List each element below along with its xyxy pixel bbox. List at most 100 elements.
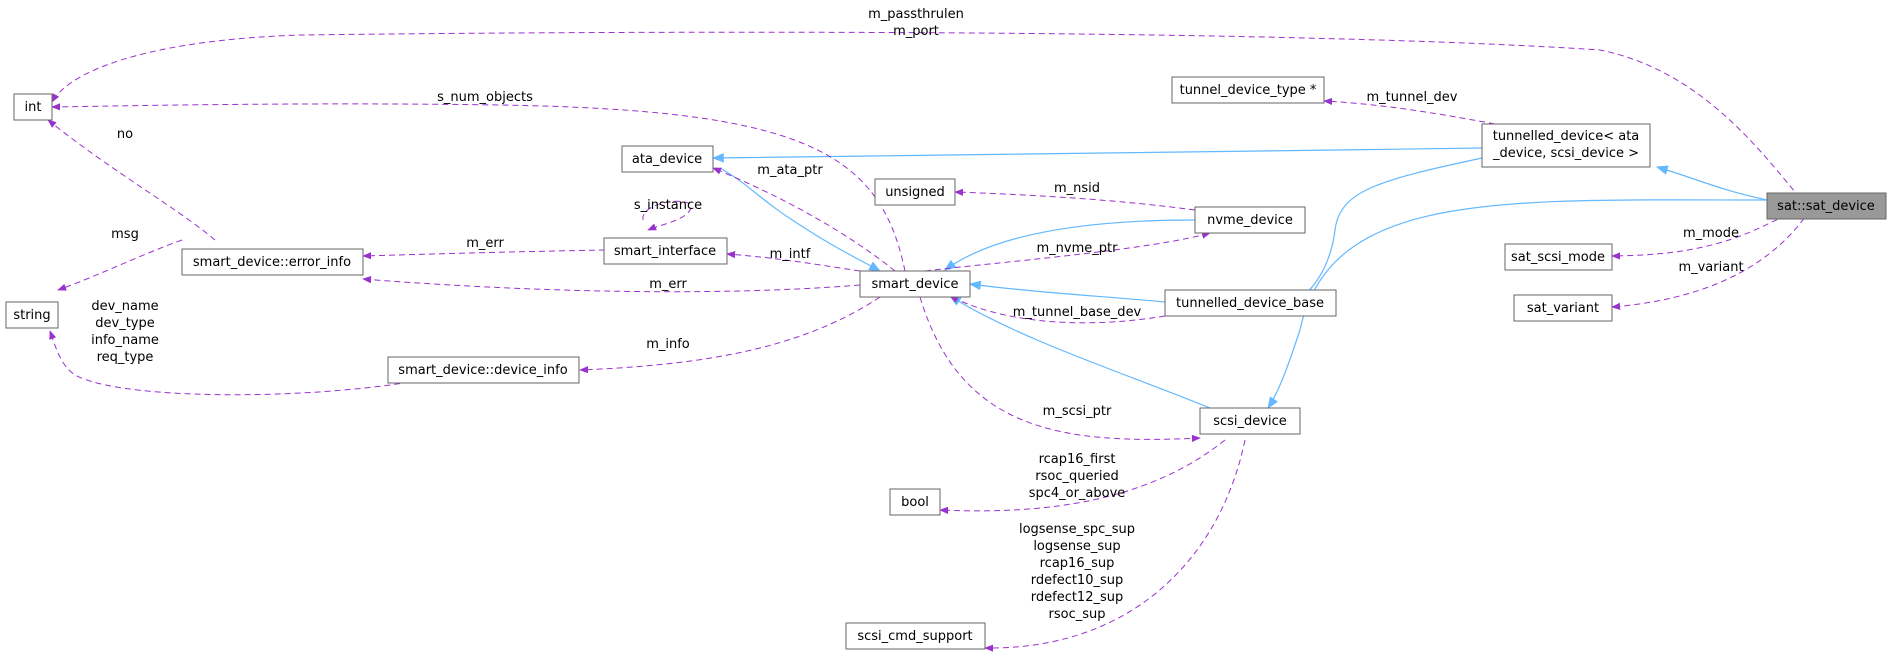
node-tunnelled-device[interactable]: tunnelled_device< ata _device, scsi_devi… [1481, 123, 1651, 168]
label-dev-type: dev_type [95, 316, 154, 331]
node-sat-device-label: sat::sat_device [1777, 199, 1875, 214]
node-ata-device-label: ata_device [632, 152, 702, 167]
label-rcap16-sup: rcap16_sup [1040, 556, 1115, 571]
node-string[interactable]: string [5, 301, 59, 329]
edge-ata-device-to-smart-device [719, 167, 882, 272]
label-m-tunnel-dev: m_tunnel_dev [1366, 90, 1457, 105]
edge-m-nvme-ptr [924, 231, 1211, 272]
label-m-err-bottom: m_err [649, 277, 687, 292]
label-s-num-objects: s_num_objects [437, 90, 533, 105]
label-m-variant: m_variant [1678, 260, 1743, 275]
label-m-port: m_port [893, 24, 939, 39]
edge-s-instance [642, 200, 692, 231]
node-sat-scsi-mode-label: sat_scsi_mode [1511, 250, 1605, 265]
label-no: no [117, 127, 133, 142]
label-logsense-sup: logsense_sup [1033, 539, 1120, 554]
node-smart-interface-label: smart_interface [614, 244, 716, 259]
node-device-info[interactable]: smart_device::device_info [387, 356, 580, 384]
edge-m-tunnel-dev [1323, 97, 1496, 125]
label-m-passthrulen: m_passthrulen [868, 7, 964, 22]
label-spc4-or-above: spc4_or_above [1029, 486, 1126, 501]
edge-bool-flags [939, 439, 1226, 514]
label-m-nvme-ptr: m_nvme_ptr [1037, 241, 1119, 256]
node-string-label: string [13, 308, 50, 323]
edge-msg [57, 239, 183, 291]
node-error-info[interactable]: smart_device::error_info [181, 248, 364, 276]
node-sat-variant[interactable]: sat_variant [1513, 294, 1613, 322]
node-scsi-cmd-support-label: scsi_cmd_support [857, 629, 972, 644]
node-scsi-device[interactable]: scsi_device [1199, 407, 1301, 435]
label-rdefect12-sup: rdefect12_sup [1031, 590, 1124, 605]
node-sat-device[interactable]: sat::sat_device [1766, 192, 1887, 220]
edge-s-num-objects [51, 103, 906, 272]
label-m-scsi-ptr: m_scsi_ptr [1043, 404, 1112, 419]
edge-sat-device-to-tunnelled-device [1655, 165, 1768, 201]
node-bool[interactable]: bool [889, 488, 941, 516]
edge-tunnelled-device-to-ata-device [711, 147, 1483, 163]
node-nvme-device[interactable]: nvme_device [1194, 206, 1306, 234]
node-tunnelled-device-label-1: tunnelled_device< ata [1493, 129, 1640, 144]
edge-m-intf [726, 251, 861, 272]
node-nvme-device-label: nvme_device [1207, 213, 1293, 228]
label-m-nsid: m_nsid [1054, 181, 1100, 196]
node-unsigned[interactable]: unsigned [874, 178, 956, 206]
node-error-info-label: smart_device::error_info [193, 255, 351, 270]
edge-sat-device-to-scsi-device [1267, 199, 1768, 409]
node-ata-device[interactable]: ata_device [621, 145, 714, 173]
label-m-intf: m_intf [770, 247, 811, 262]
label-m-mode: m_mode [1683, 226, 1739, 241]
label-m-tunnel-base-dev: m_tunnel_base_dev [1013, 305, 1142, 320]
edge-m-variant [1611, 209, 1811, 310]
node-int-label: int [25, 100, 42, 115]
node-tunnelled-device-base[interactable]: tunnelled_device_base [1164, 289, 1337, 317]
edge-tunnelled-device-base-to-smart-device [968, 280, 1166, 303]
node-tunnelled-device-label-2: _device, scsi_device > [1492, 146, 1639, 161]
node-scsi-device-label: scsi_device [1213, 414, 1287, 429]
node-unsigned-label: unsigned [885, 185, 945, 200]
node-smart-interface[interactable]: smart_interface [603, 237, 728, 265]
label-info-name: info_name [91, 333, 159, 348]
node-device-info-label: smart_device::device_info [398, 363, 567, 378]
label-m-err-top: m_err [466, 236, 504, 251]
edge-m-info [579, 296, 881, 374]
edge-m-mode [1611, 209, 1796, 260]
label-rsoc-sup: rsoc_sup [1049, 607, 1106, 622]
edge-device-info-to-string [49, 330, 411, 396]
label-logsense-spc-sup: logsense_spc_sup [1019, 522, 1135, 537]
label-m-info: m_info [646, 337, 690, 352]
edge-m-tunnel-base-dev [949, 295, 1166, 324]
edge-no [47, 119, 216, 241]
label-msg: msg [111, 227, 139, 242]
label-rdefect10-sup: rdefect10_sup [1031, 573, 1124, 588]
nodes: int string smart_device::error_info smar… [5, 76, 1887, 650]
edge-labels: m_passthrulen m_port s_num_objects no m_… [91, 7, 1743, 622]
edge-m-scsi-ptr [919, 296, 1201, 442]
node-bool-label: bool [901, 495, 929, 510]
label-rcap16-first: rcap16_first [1039, 452, 1116, 467]
label-rsoc-queried: rsoc_queried [1035, 469, 1118, 484]
label-req-type: req_type [97, 350, 154, 365]
node-tunnel-device-type[interactable]: tunnel_device_type * [1171, 76, 1325, 104]
dependency-edges [47, 31, 1811, 652]
edge-m-err-bottom [362, 276, 861, 293]
node-sat-variant-label: sat_variant [1527, 301, 1599, 316]
edge-m-err-top [362, 249, 606, 260]
node-scsi-cmd-support[interactable]: scsi_cmd_support [845, 622, 986, 650]
node-sat-scsi-mode[interactable]: sat_scsi_mode [1504, 243, 1613, 271]
edge-nvme-device-to-smart-device [944, 219, 1196, 271]
label-dev-name: dev_name [91, 299, 158, 314]
node-int[interactable]: int [13, 93, 53, 121]
node-tunnel-device-type-label: tunnel_device_type * [1180, 83, 1317, 98]
edge-m-ata-ptr [712, 167, 896, 272]
edge-scsi-cmd-support [984, 439, 1246, 652]
label-m-ata-ptr: m_ata_ptr [757, 163, 823, 178]
label-s-instance: s_instance [634, 198, 702, 213]
node-smart-device-label: smart_device [871, 277, 958, 292]
node-smart-device[interactable]: smart_device [859, 270, 971, 298]
edge-m-passthrulen [51, 31, 1801, 199]
edge-tunnelled-device-to-tunnelled-device-base [1288, 157, 1483, 306]
edge-scsi-device-to-smart-device [948, 295, 1211, 409]
inheritance-edges [711, 147, 1768, 409]
node-tunnelled-device-base-label: tunnelled_device_base [1176, 296, 1324, 311]
